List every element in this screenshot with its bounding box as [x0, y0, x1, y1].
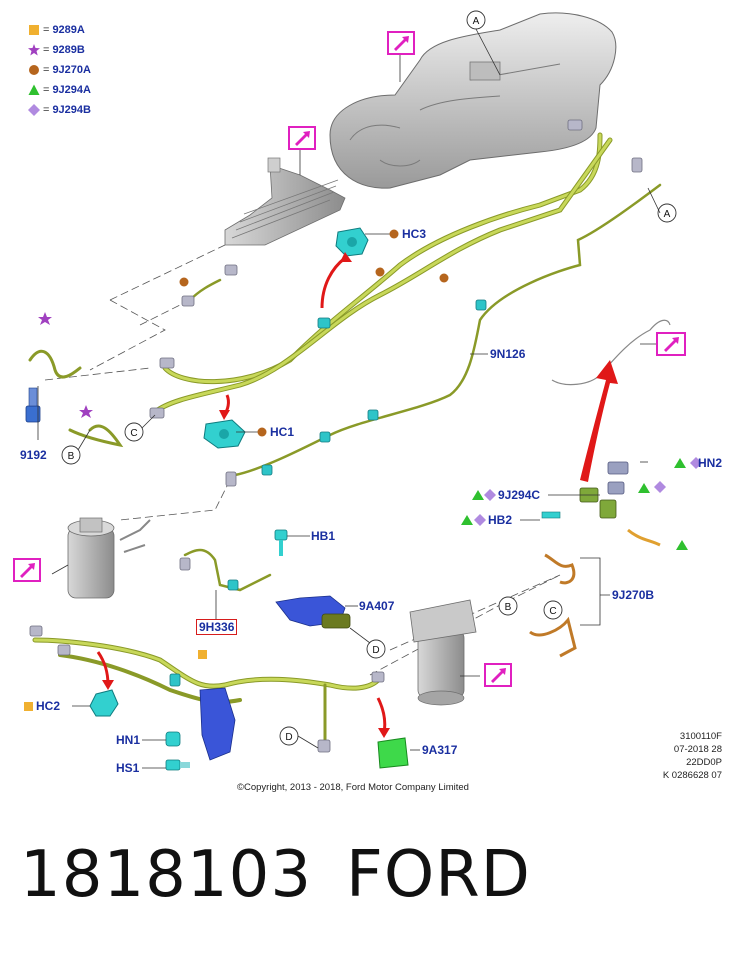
label-hc2: HC2: [36, 699, 61, 713]
legend-equals: =: [43, 84, 50, 96]
leader-lines: [37, 28, 661, 769]
callout-c-right: C: [549, 606, 556, 617]
wire-harness: [551, 319, 671, 386]
callout-b-left: B: [68, 451, 75, 462]
label-hs1: HS1: [116, 761, 140, 775]
callout-a-right: A: [664, 209, 671, 220]
label-9h336: 9H336: [196, 619, 238, 635]
legend-code: 9J294A: [52, 84, 91, 96]
hn1-part: [165, 731, 181, 747]
legend-code: 9J294B: [52, 104, 91, 116]
star-markers: [38, 312, 93, 418]
copyright-notice: ©Copyright, 2013 - 2018, Ford Motor Comp…: [237, 782, 469, 793]
fuel-sensor-9192: [25, 387, 41, 423]
label-hn2: HN2: [698, 456, 723, 470]
label-9n126: 9N126: [490, 347, 526, 361]
connectors: [29, 119, 643, 753]
legend-equals: =: [43, 44, 50, 56]
purple-star-icon: [28, 44, 40, 56]
brown-circle-icon: [28, 64, 40, 76]
clip-9a317: [377, 737, 409, 769]
callout-letters: A A B C D D B C: [68, 16, 671, 743]
reference-line: K 0286628 07: [662, 770, 722, 781]
legend-equals: =: [43, 24, 50, 36]
hs1-part: [165, 759, 190, 771]
hc3-clip: [335, 227, 369, 257]
legend-item-9j294b: = 9J294B: [28, 102, 91, 118]
legend-code: 9289A: [52, 24, 85, 36]
label-9a407: 9A407: [359, 599, 395, 613]
fuel-tank: [329, 12, 617, 189]
callout-a-top: A: [473, 16, 480, 27]
magenta-view-arrows: [20, 36, 679, 683]
hc2-clip: [89, 689, 119, 717]
marker-symbols: [24, 229, 702, 711]
hc1-clip: [203, 419, 246, 449]
legend-item-9289b: = 9289B: [28, 42, 85, 58]
label-hb2: HB2: [488, 513, 513, 527]
callout-b-right: B: [505, 602, 512, 613]
vapor-canister-bracket: [224, 157, 346, 246]
legend-item-9j270a: = 9J270A: [28, 62, 91, 78]
clips: [169, 299, 487, 687]
legend-item-9289a: = 9289A: [28, 22, 85, 38]
connector-9j294c: [541, 461, 661, 547]
lavender-diamond-icon: [28, 104, 40, 116]
callout-d-bottom: D: [285, 732, 292, 743]
part-number: 1818103: [20, 838, 313, 912]
reference-line: 3100110F: [679, 731, 722, 742]
legend-code: 9J270A: [52, 64, 91, 76]
label-9a317: 9A317: [422, 743, 458, 757]
orange-square-icon: [28, 24, 40, 36]
legend-code: 9289B: [52, 44, 85, 56]
hb1-bolt: [274, 529, 288, 556]
legend-item-9j294a: = 9J294A: [28, 82, 91, 98]
brand-name: FORD: [346, 838, 531, 912]
red-arrows: [96, 256, 387, 734]
callout-d-mid: D: [372, 645, 379, 656]
bracket-9a407: [275, 595, 351, 629]
fuel-lines: [28, 132, 662, 742]
heat-shield: [199, 687, 236, 761]
red-arrow-heads: [102, 252, 618, 738]
label-9j270b: 9J270B: [612, 588, 655, 602]
reference-line: 07-2018 28: [673, 744, 722, 755]
legend-equals: =: [43, 104, 50, 116]
fuel-filter-right: [409, 599, 477, 706]
label-hc1: HC1: [270, 425, 295, 439]
fuel-filter-housing: [67, 517, 151, 599]
label-hb1: HB1: [311, 529, 336, 543]
tubes-9j270b: [529, 553, 577, 658]
label-hc3: HC3: [402, 227, 427, 241]
green-triangle-icon: [28, 84, 40, 96]
reference-codes: 3100110F 07-2018 28 22DD0P K 0286628 07: [640, 730, 722, 782]
label-9j294c: 9J294C: [498, 488, 541, 502]
label-9192: 9192: [20, 448, 47, 462]
legend-equals: =: [43, 64, 50, 76]
label-hn1: HN1: [116, 733, 141, 747]
callout-circles: [61, 10, 677, 746]
reference-line: 22DD0P: [686, 757, 722, 768]
callout-c-left: C: [130, 428, 137, 439]
